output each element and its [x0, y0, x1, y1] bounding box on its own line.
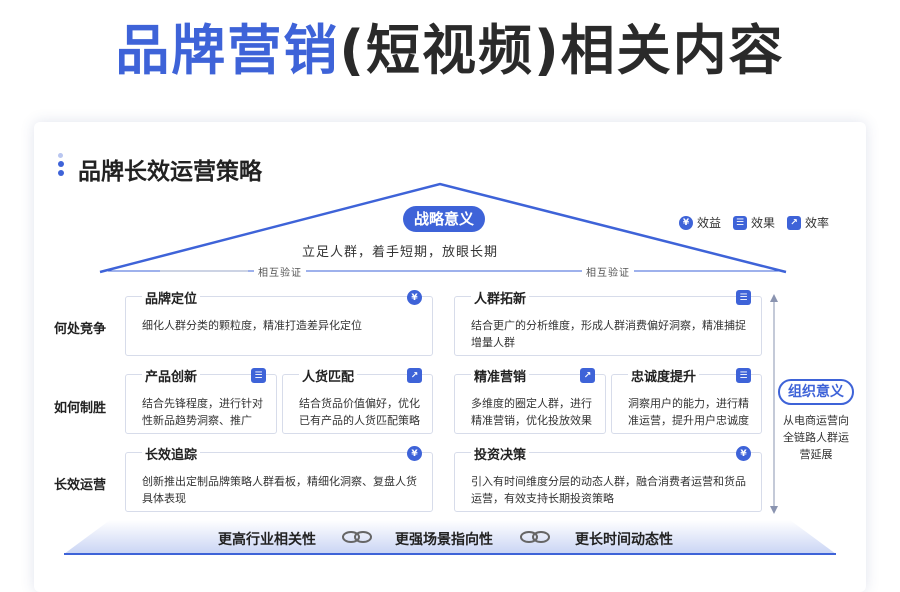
bottom-item-scene: 更强场景指向性	[395, 532, 493, 548]
doc-icon: ☰	[736, 368, 751, 383]
base-platform	[64, 520, 836, 554]
strategic-meaning-badge: 战略意义	[403, 206, 485, 232]
page-title: 品牌营销(短视频)相关内容	[0, 6, 900, 85]
section-title: 品牌长效运营策略	[78, 159, 262, 185]
strategy-tagline: 立足人群，着手短期，放眼长期	[301, 245, 498, 260]
link-icon	[520, 530, 550, 548]
section-bullet-icon	[58, 153, 64, 179]
bottom-item-time: 更长时间动态性	[575, 532, 673, 548]
row-label-compete: 何处竞争	[54, 322, 107, 337]
trend-icon: ↗	[407, 368, 422, 383]
roof-outline	[99, 182, 787, 274]
org-meaning-badge: 组织意义	[778, 379, 854, 405]
strategy-card	[34, 122, 866, 592]
doc-icon: ☰	[733, 215, 747, 230]
bottom-item-industry: 更高行业相关性	[218, 532, 316, 548]
link-icon	[342, 530, 372, 548]
legend-efficiency: ↗效率	[787, 214, 829, 231]
box-long-tracking: 长效追踪 ¥ 创新推出定制品牌策略人群看板，精细化洞察、复盘人货具体表现	[125, 444, 433, 512]
trend-icon: ↗	[580, 368, 595, 383]
org-meaning-desc: 从电商运营向全链路人群运营延展	[783, 414, 849, 461]
trend-icon: ↗	[787, 215, 801, 230]
row-label-win: 如何制胜	[54, 401, 107, 416]
doc-icon: ☰	[251, 368, 266, 383]
legend-effect: ☰效果	[733, 214, 775, 231]
row-label-longterm: 长效运营	[54, 478, 107, 493]
legend-benefit: ¥效益	[679, 214, 721, 231]
box-product-innovate: 产品创新 ☰ 结合先锋程度，进行针对性新品趋势洞察、推广	[125, 366, 277, 434]
box-audience-expand: 人群拓新 ☰ 结合更广的分析维度，形成人群消费偏好洞察，精准捕捉增量人群	[454, 288, 762, 356]
verify-label-right: 相互验证	[582, 264, 634, 279]
house-frame	[64, 182, 836, 555]
doc-icon: ☰	[736, 290, 751, 305]
yen-icon: ¥	[407, 446, 422, 461]
title-colored: 品牌营销	[115, 19, 340, 82]
box-precision-marketing: 精准营销 ↗ 多维度的圈定人群，进行精准营销，优化投放效果	[454, 366, 606, 434]
verify-label-left: 相互验证	[254, 264, 306, 279]
box-loyalty-boost: 忠诚度提升 ☰ 洞察用户的能力，进行精准运营，提升用户忠诚度	[611, 366, 762, 434]
box-brand-position: 品牌定位 ¥ 细化人群分类的颗粒度，精准打造差异化定位	[125, 288, 433, 356]
yen-icon: ¥	[679, 215, 693, 230]
box-goods-match: 人货匹配 ↗ 结合货品价值偏好，优化已有产品的人货匹配策略	[282, 366, 433, 434]
yen-icon: ¥	[407, 290, 422, 305]
box-invest-decision: 投资决策 ¥ 引入有时间维度分层的动态人群，融合消费者运营和货品运营，有效支持长…	[454, 444, 762, 512]
yen-icon: ¥	[736, 446, 751, 461]
title-rest: (短视频)相关内容	[339, 19, 785, 82]
